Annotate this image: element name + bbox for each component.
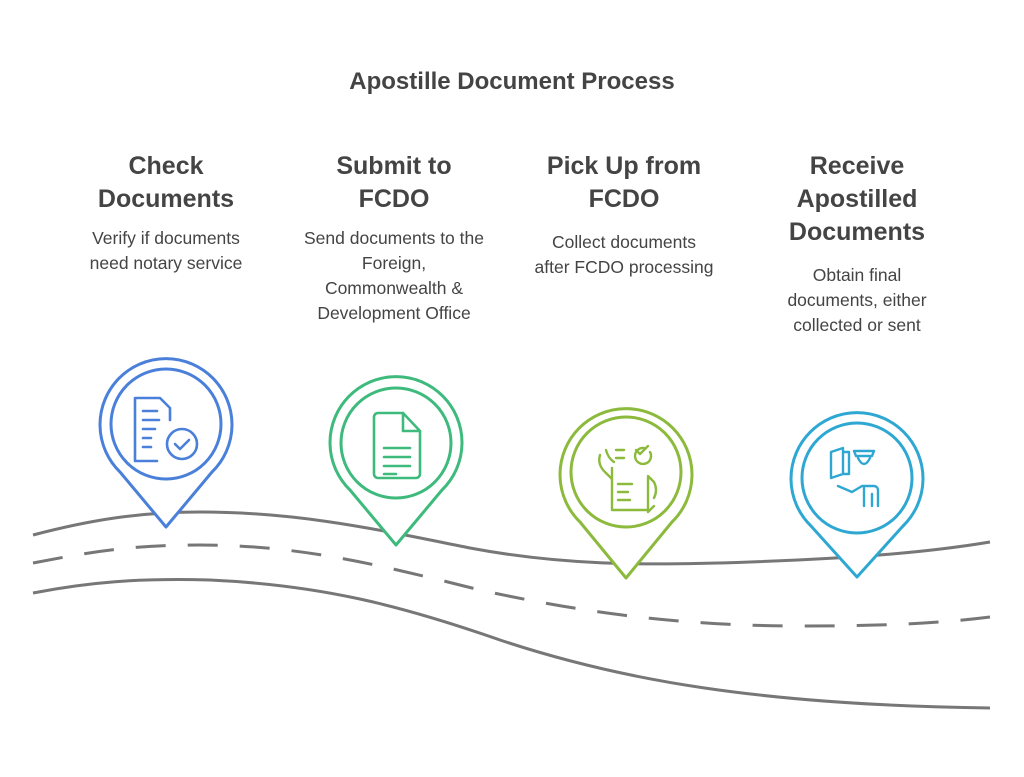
diagram-title: Apostille Document Process bbox=[349, 68, 675, 95]
pin-check-documents[interactable] bbox=[98, 357, 234, 529]
hand-document-icon bbox=[598, 444, 658, 514]
road-bottom-edge bbox=[32, 578, 991, 710]
step-title: Pick Up from FCDO bbox=[546, 152, 702, 213]
step-title: Check Documents bbox=[97, 152, 235, 213]
step-receive: Receive Apostilled Documents Obtain fina… bbox=[747, 150, 967, 338]
officer-icon bbox=[829, 446, 880, 508]
pin-submit-fcdo[interactable] bbox=[328, 375, 464, 547]
step-title: Receive Apostilled Documents bbox=[788, 152, 926, 246]
step-pick-up: Pick Up from FCDO Collect documents afte… bbox=[514, 150, 734, 280]
step-check-documents: Check Documents Verify if documents need… bbox=[56, 150, 276, 276]
pin-pick-up[interactable] bbox=[558, 407, 694, 580]
document-check-icon bbox=[133, 396, 199, 463]
step-description: Obtain final documents, either collected… bbox=[787, 265, 927, 335]
step-title: Submit to FCDO bbox=[336, 152, 452, 213]
document-icon bbox=[372, 411, 422, 480]
step-submit-fcdo: Submit to FCDO Send documents to the For… bbox=[284, 150, 504, 326]
pin-receive[interactable] bbox=[789, 411, 925, 579]
road-center-line bbox=[32, 543, 991, 628]
step-description: Send documents to the Foreign, Commonwea… bbox=[304, 228, 484, 323]
step-description: Collect documents after FCDO processing bbox=[534, 232, 714, 277]
step-description: Verify if documents need notary service bbox=[89, 228, 243, 273]
